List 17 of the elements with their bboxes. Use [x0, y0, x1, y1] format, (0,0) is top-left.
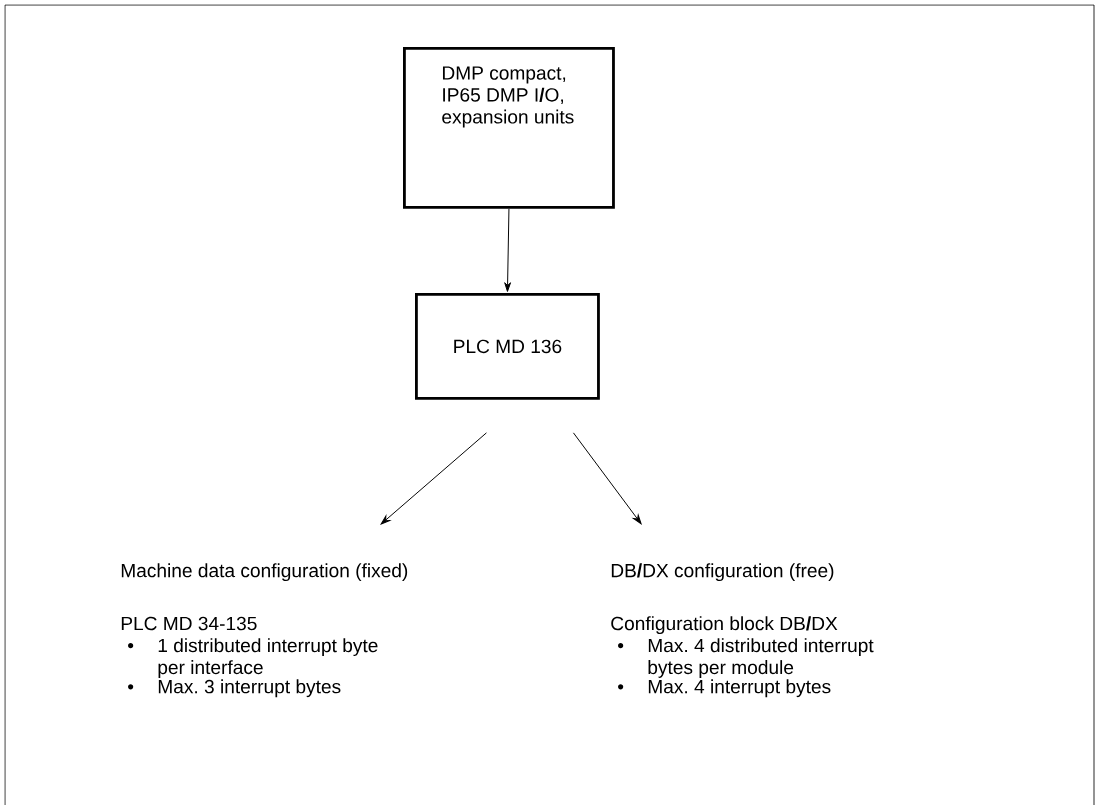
process-box: PLC MD 136 — [415, 293, 600, 400]
arrow — [504, 208, 512, 292]
process-box: DMP compact, IP65 DMP I/O, expansion units — [403, 47, 615, 209]
list-item: 1 distributed interrupt byte per interface — [158, 638, 378, 678]
subheading: PLC MD 34-135 — [121, 616, 257, 631]
bullet: • — [128, 684, 134, 690]
list-item: Max. 4 distributed interrupt bytes per module — [648, 638, 874, 678]
bullet: • — [128, 643, 134, 649]
section-heading: DB/DX configuration (free) — [611, 563, 834, 582]
bullet: • — [618, 643, 624, 649]
section-heading: Machine data configuration (fixed) — [121, 563, 408, 582]
list-item: Max. 4 interrupt bytes — [648, 679, 831, 698]
list-item: Max. 3 interrupt bytes — [158, 679, 341, 698]
bullet: • — [618, 684, 624, 690]
arrow — [572, 432, 642, 525]
arrow — [380, 432, 487, 525]
subheading: Configuration block DB/DX — [611, 616, 838, 635]
